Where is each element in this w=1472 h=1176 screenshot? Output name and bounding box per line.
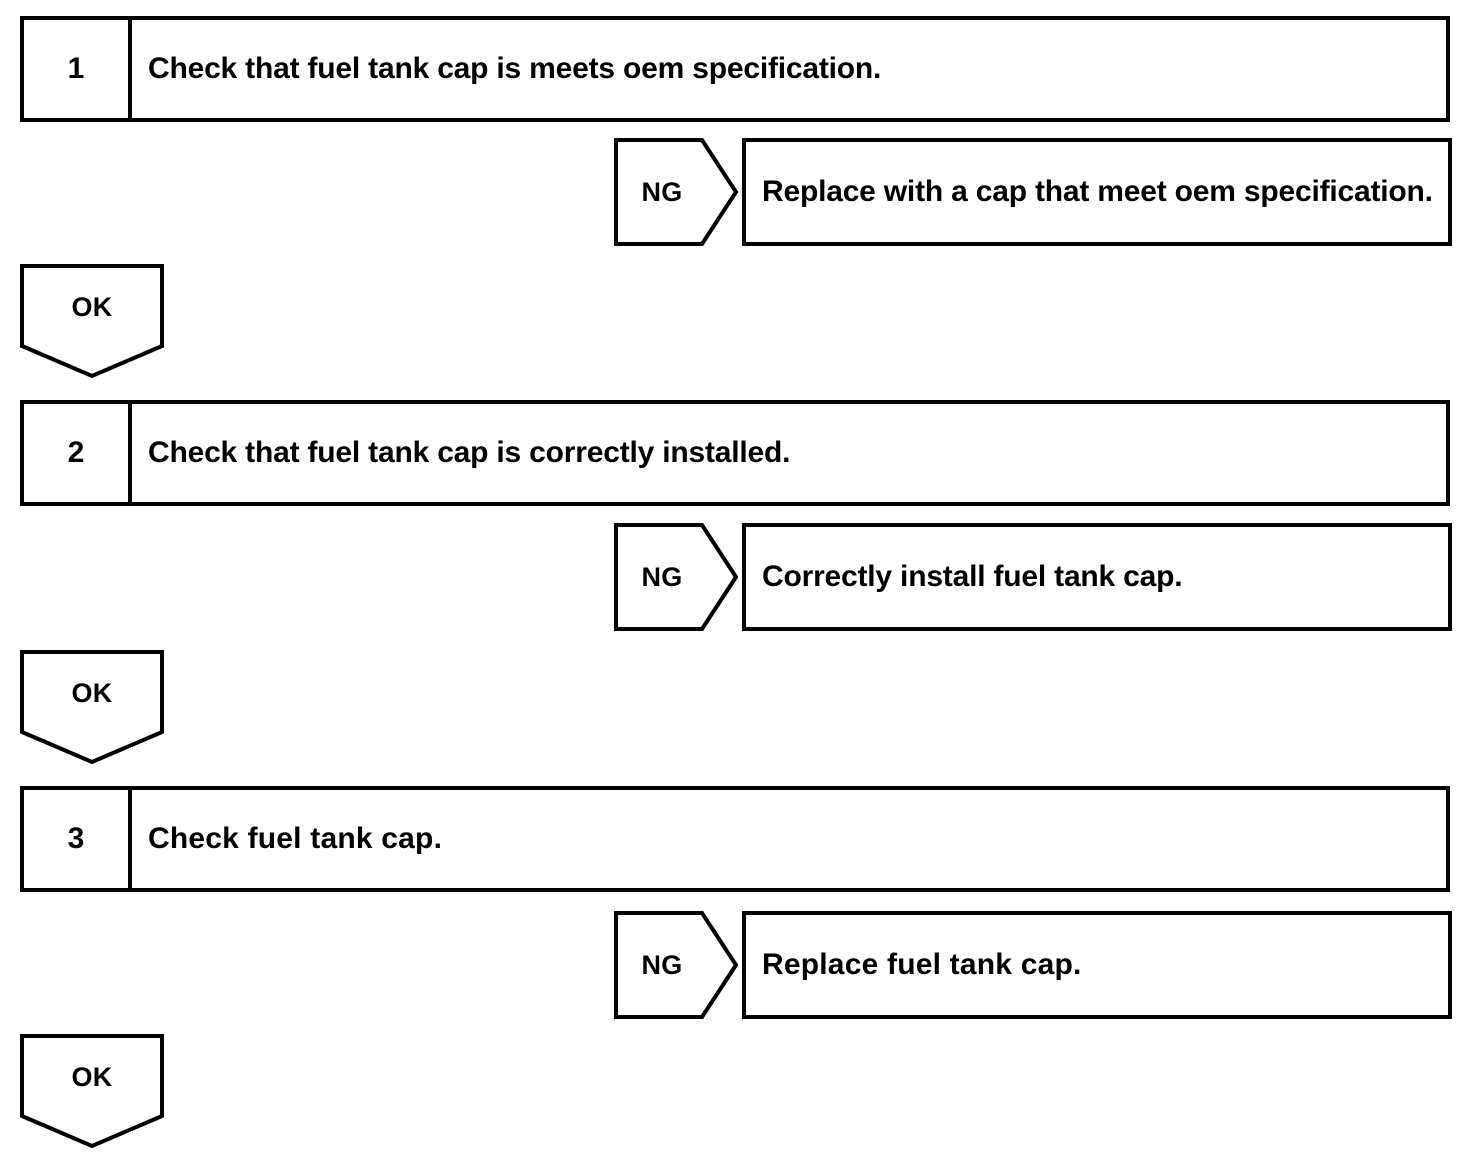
ok-label-2: OK bbox=[71, 677, 113, 708]
ok-arrow-tag-3: OK bbox=[20, 1034, 164, 1150]
ng-arrow-tag-3: NG bbox=[614, 911, 738, 1019]
ng-arrow-tag-1: NG bbox=[614, 138, 738, 246]
step-number-1: 1 bbox=[67, 52, 85, 85]
step-instruction-2: Check that fuel tank cap is correctly in… bbox=[148, 436, 791, 470]
ng-label-2: NG bbox=[641, 561, 683, 592]
step-row-2: 2 Check that fuel tank cap is correctly … bbox=[20, 400, 1450, 506]
ng-action-text-3: Replace fuel tank cap. bbox=[762, 948, 1082, 981]
ng-action-text-1: Replace with a cap that meet oem specifi… bbox=[762, 175, 1433, 208]
ok-arrow-tag-1: OK bbox=[20, 264, 164, 380]
step-row-3: 3 Check fuel tank cap. bbox=[20, 786, 1450, 892]
step-instruction-3: Check fuel tank cap. bbox=[148, 822, 443, 856]
ok-arrow-tag-2: OK bbox=[20, 650, 164, 766]
step-instruction-1: Check that fuel tank cap is meets oem sp… bbox=[148, 52, 882, 86]
step-instruction-cell-1: Check that fuel tank cap is meets oem sp… bbox=[132, 20, 1446, 118]
ng-action-text-2: Correctly install fuel tank cap. bbox=[762, 560, 1183, 593]
ng-action-box-3: Replace fuel tank cap. bbox=[742, 911, 1452, 1019]
step-number-cell-3: 3 bbox=[24, 790, 132, 888]
step-number-2: 2 bbox=[67, 436, 85, 469]
ng-branch-3: NG Replace fuel tank cap. bbox=[614, 911, 1452, 1019]
ng-action-box-1: Replace with a cap that meet oem specifi… bbox=[742, 138, 1452, 246]
ng-branch-1: NG Replace with a cap that meet oem spec… bbox=[614, 138, 1452, 246]
ok-label-1: OK bbox=[71, 291, 113, 322]
step-number-3: 3 bbox=[67, 822, 85, 855]
ng-arrow-tag-2: NG bbox=[614, 523, 738, 631]
step-number-cell-2: 2 bbox=[24, 404, 132, 502]
step-number-cell-1: 1 bbox=[24, 20, 132, 118]
ng-label-3: NG bbox=[641, 949, 683, 980]
ok-label-3: OK bbox=[71, 1061, 113, 1092]
step-instruction-cell-2: Check that fuel tank cap is correctly in… bbox=[132, 404, 1446, 502]
step-instruction-cell-3: Check fuel tank cap. bbox=[132, 790, 1446, 888]
ng-branch-2: NG Correctly install fuel tank cap. bbox=[614, 523, 1452, 631]
ng-label-1: NG bbox=[641, 176, 683, 207]
step-row-1: 1 Check that fuel tank cap is meets oem … bbox=[20, 16, 1450, 122]
ng-action-box-2: Correctly install fuel tank cap. bbox=[742, 523, 1452, 631]
